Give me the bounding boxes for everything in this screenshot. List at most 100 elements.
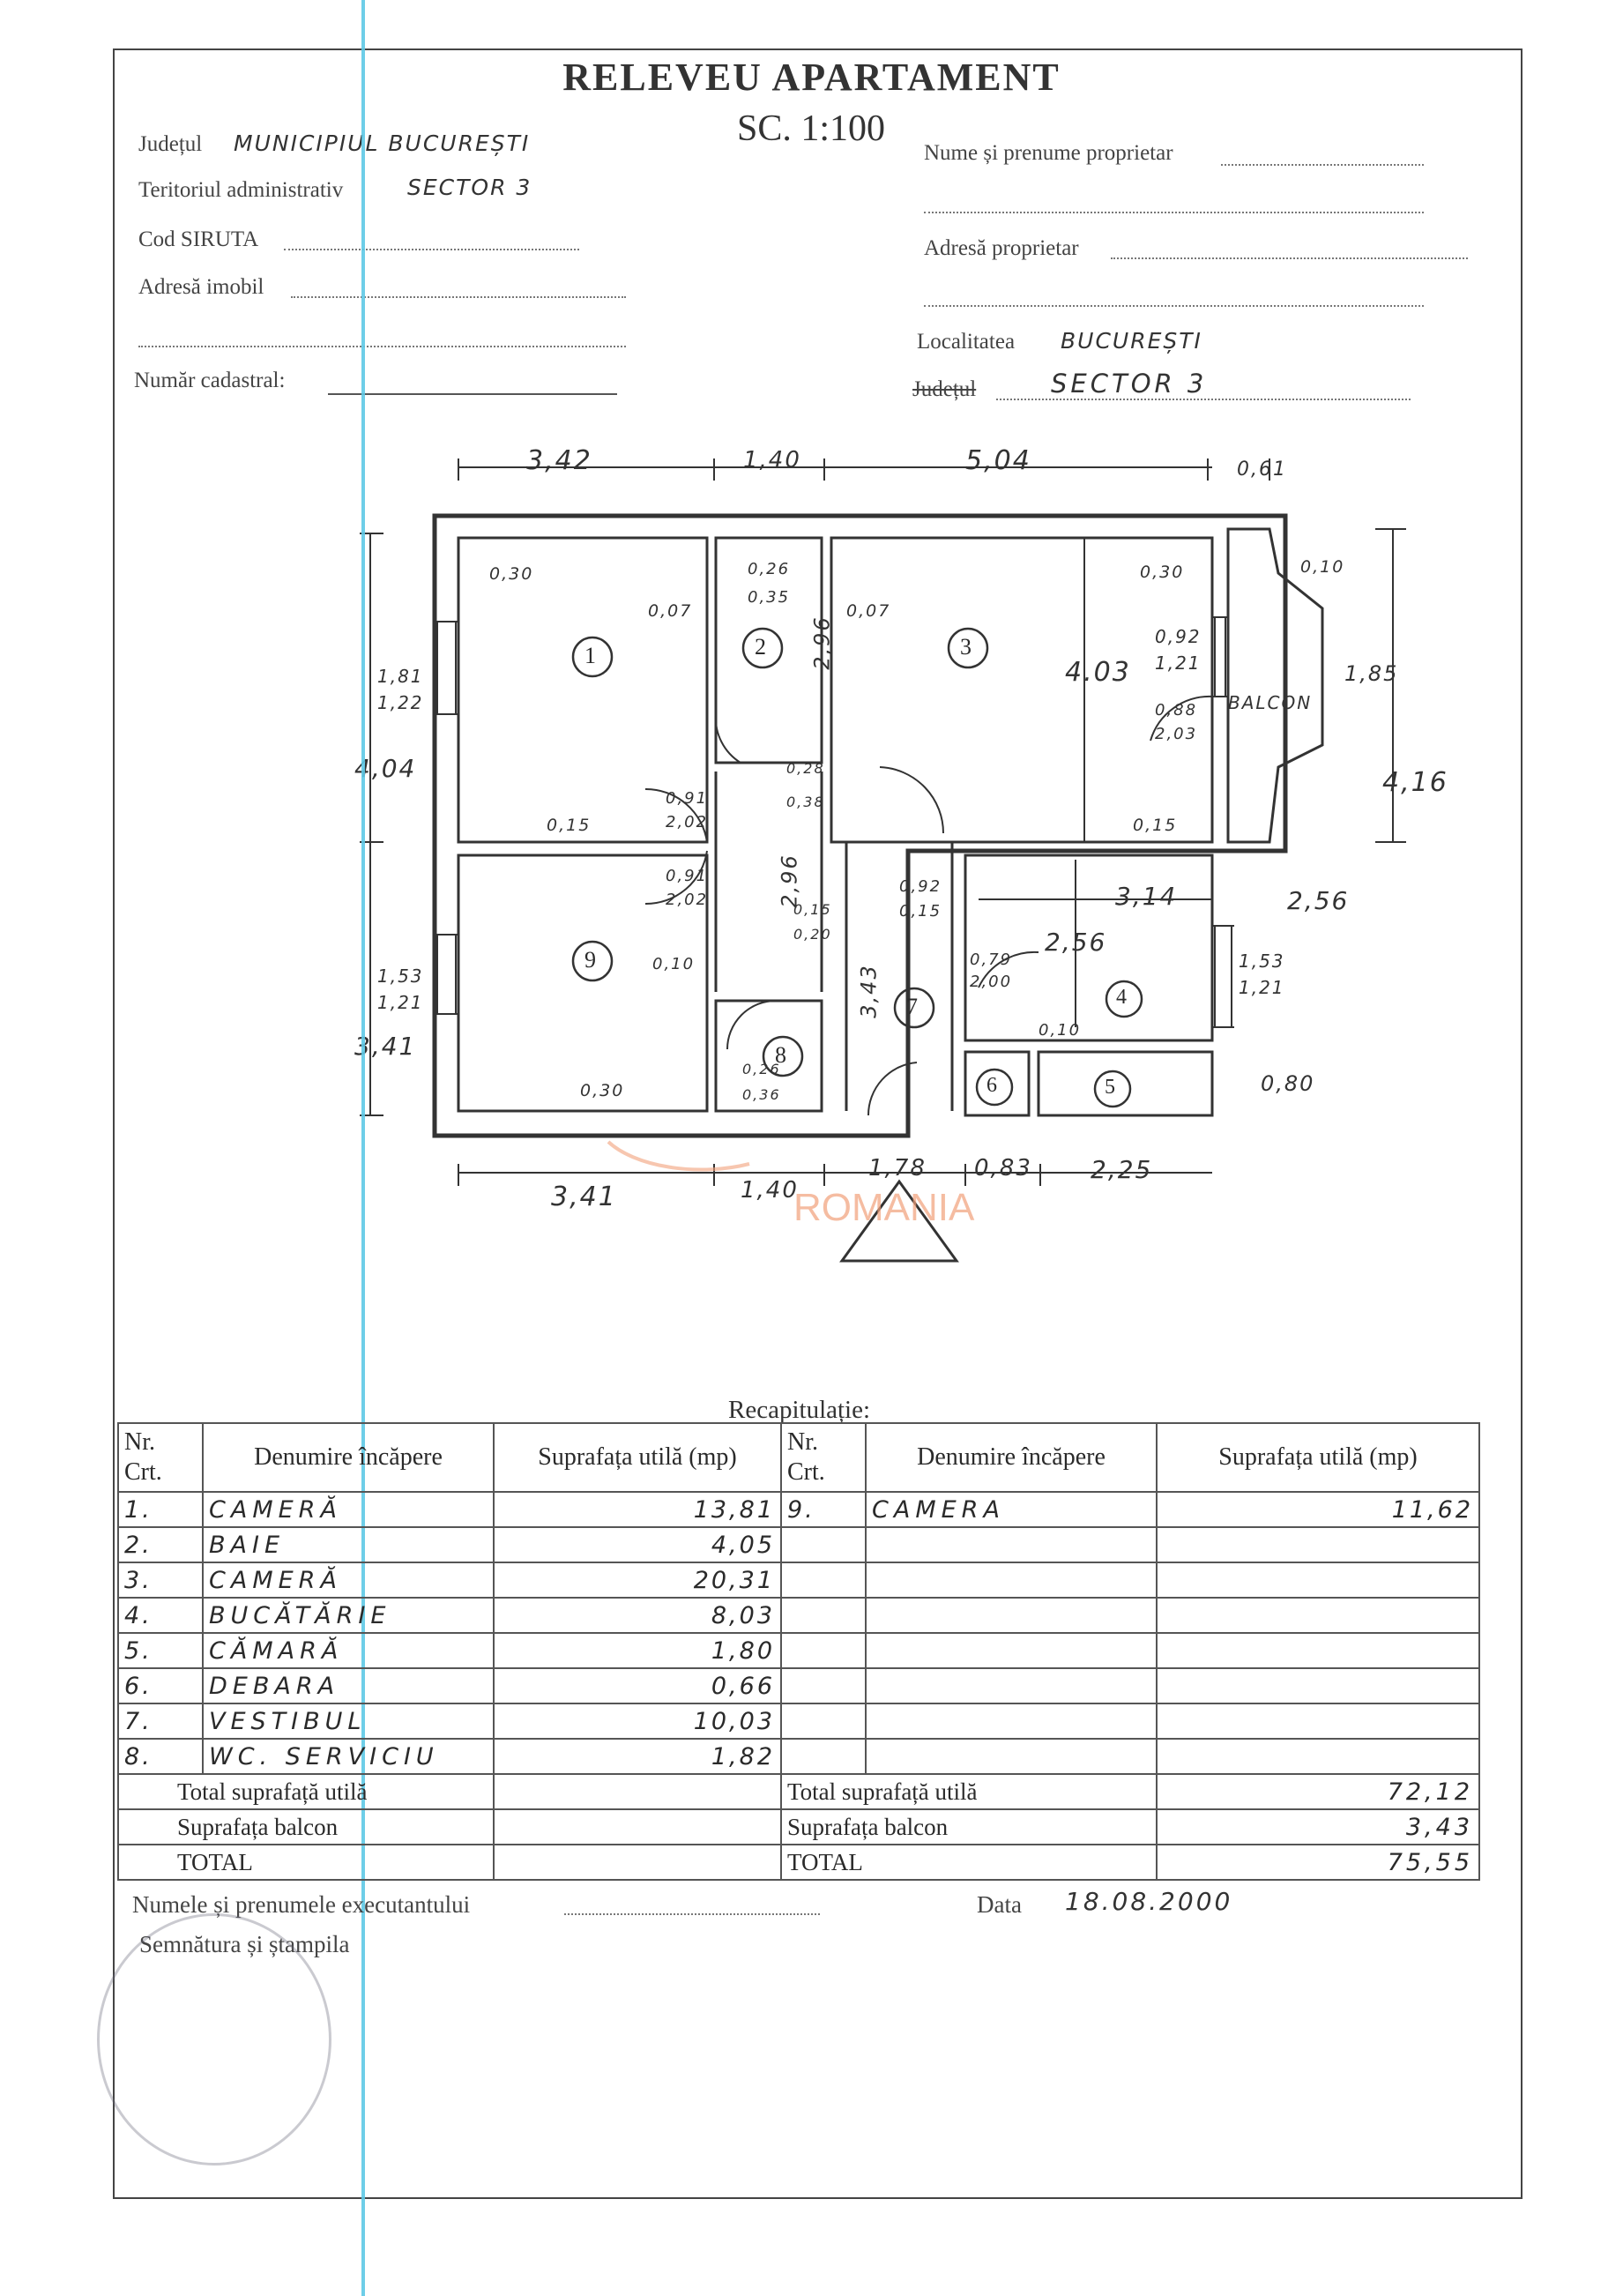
room-circles [571,627,1143,1108]
header-nr-right: Nr. Crt. [780,1422,867,1493]
dim-bottom-2: 1,40 [741,1177,799,1204]
room-name: CAMERĂ [202,1562,495,1599]
entrance-marker [839,1179,959,1263]
room-number-8: 8 [775,1042,786,1068]
field-adresa-imobil-line [291,296,626,298]
room-nr: 5. [117,1632,204,1669]
field-siruta-line [284,249,579,250]
window-label: 1,53 [377,965,424,987]
field-siruta-label: Cod SIRUTA [138,227,259,251]
grand-label-right: TOTAL [780,1844,1158,1881]
wall-note: 0,07 [846,601,891,621]
room-number-9: 9 [584,947,596,973]
table-row: 4. BUCĂTĂRIE 8,03 [117,1597,1480,1634]
door-label: 2,02 [666,891,709,909]
room-area: 20,31 [493,1562,782,1599]
room-name: BUCĂTĂRIE [202,1597,495,1634]
wall-note: 0,36 [742,1086,781,1103]
field-cadastral-label: Număr cadastral: [134,369,286,392]
field-proprietar-label: Nume și prenume proprietar [924,141,1173,165]
wall-note: 0,10 [1039,1021,1082,1040]
date-label: Data [977,1891,1022,1918]
stamp-mark [97,1913,331,2166]
header-name: Denumire încăpere [202,1422,495,1493]
dim-top-1: 3,42 [526,445,592,476]
total-value: 72,12 [1156,1773,1480,1810]
room-nr: 1. [117,1491,204,1528]
room-area: 13,81 [493,1491,782,1528]
table-row: 6. DEBARA 0,66 [117,1667,1480,1704]
room-nr: 3. [117,1562,204,1599]
total-row: Total suprafață utilă Total suprafață ut… [117,1773,1480,1810]
field-adresa-proprietar-line [1111,257,1468,259]
scan-artifact-line [361,0,365,2296]
wall-note: 0,15 [547,816,592,835]
table-row: 2. BAIE 4,05 [117,1526,1480,1563]
wall-note: 0,30 [580,1081,625,1100]
room-area: 10,03 [493,1703,782,1740]
header-area-right: Suprafața utilă (mp) [1156,1422,1480,1493]
field-proprietar-line-2 [924,212,1424,213]
room-number-7: 7 [906,994,918,1019]
room-name: WC. SERVICIU [202,1738,495,1775]
outer-walls [432,513,1288,1138]
window-label: 1,22 [377,692,424,713]
document-frame [113,48,1522,2199]
document-title: RELEVEU APARTAMENT [562,56,1061,99]
hall-depth: 2,96 [777,854,802,908]
window-label: 1,53 [1239,950,1285,972]
room-name: DEBARA [202,1667,495,1704]
field-teritoriu-label: Teritoriul administrativ [138,178,344,202]
room-area: 1,82 [493,1738,782,1775]
door-label: 0,88 [1155,701,1198,719]
balcony-row: Suprafața balcon Suprafața balcon 3,43 [117,1808,1480,1845]
recap-title: Recapitulație: [728,1396,871,1424]
window-label: 1,21 [1239,977,1285,998]
room-number-6: 6 [986,1074,997,1097]
door-label: 0,79 [970,950,1013,969]
windows [435,616,1234,1028]
room-area: 0,66 [493,1667,782,1704]
field-adresa-proprietar-label: Adresă proprietar [924,236,1079,260]
room-2-depth: 2,96 [809,615,835,670]
recap-table: Nr. Crt. Denumire încăpere Suprafața uti… [117,1422,1480,1881]
header-name-right: Denumire încăpere [865,1422,1158,1493]
room-nr: 7. [117,1703,204,1740]
wall-note: 0,15 [793,901,832,918]
watermark-text: ROMANIA [793,1186,975,1229]
room-4-depth: 2,56 [1045,928,1107,957]
wall-note: 0,28 [786,760,825,777]
room-name: VESTIBUL [202,1703,495,1740]
room-area: 1,80 [493,1632,782,1669]
wall-note: 0,20 [793,926,832,943]
door-label: 2,03 [1155,725,1198,743]
room-area: 11,62 [1156,1491,1480,1528]
field-adresa-imobil-line-2 [138,346,626,347]
room-area: 4,05 [493,1526,782,1563]
room-name: CĂMARĂ [202,1632,495,1669]
dim-top-2: 1,40 [743,447,801,473]
dim-right-3: 2,56 [1287,886,1350,915]
field-teritoriu-value: SECTOR 3 [407,175,532,200]
table-row: 8. WC. SERVICIU 1,82 [117,1738,1480,1775]
door-swings [644,695,1213,1116]
wall-note: 0,30 [489,564,534,584]
executant-label: Numele și prenumele executantului [132,1891,471,1918]
room-number-4: 4 [1116,986,1127,1009]
balcony-label-left: Suprafața balcon [117,1808,495,1845]
door-label: 2,00 [970,973,1013,991]
field-localitate-value: BUCUREȘTI [1061,328,1202,354]
room-area: 8,03 [493,1597,782,1634]
total-label-left: Total suprafață utilă [117,1773,495,1810]
door-label: 0,15 [899,902,942,921]
table-row: 1. CAMERĂ 13,81 9. CAMERA 11,62 [117,1491,1480,1528]
field-judet-proprietar-label: Județul [912,377,977,401]
dim-right-2: 1,85 [1344,661,1399,686]
room-number-3: 3 [960,634,972,660]
grand-total-row: TOTAL TOTAL 75,55 [117,1844,1480,1881]
wall-note: 0,07 [648,601,693,621]
watermark-arc [607,1140,750,1172]
room-nr: 6. [117,1667,204,1704]
wall-note: 0,26 [742,1061,781,1077]
field-adresa-proprietar-line-2 [924,305,1424,307]
